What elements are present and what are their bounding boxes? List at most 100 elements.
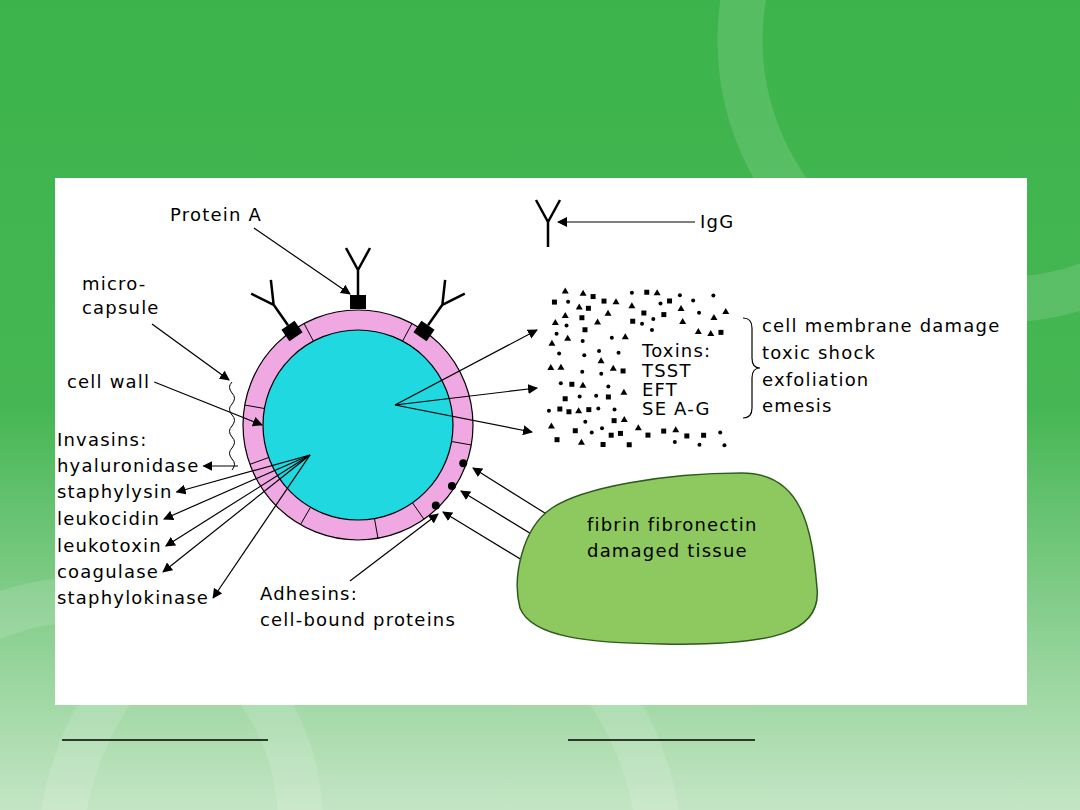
toxin-particle [645, 433, 650, 438]
leader-line [213, 455, 310, 598]
wall-segment [250, 457, 269, 464]
toxin-particle [695, 328, 702, 334]
toxin-particle [672, 426, 679, 432]
toxin-particle [594, 318, 601, 324]
toxin-particle [654, 289, 661, 295]
toxin-particle [583, 420, 587, 424]
protein-a [251, 280, 306, 344]
toxin-particles [547, 288, 729, 448]
cytoplasm [263, 330, 453, 520]
toxin-particle [722, 308, 729, 314]
protein-a-square [281, 321, 302, 342]
toxin-particle [620, 389, 627, 395]
part-label: Adhesins: [260, 584, 358, 604]
toxin-particle [582, 353, 586, 357]
protein-a-igg [251, 248, 465, 344]
toxin-particle [597, 349, 601, 353]
protein-a [410, 280, 465, 344]
toxin-particle [661, 429, 666, 434]
toxin-particle [622, 333, 629, 339]
toxin-particle [598, 357, 605, 363]
toxin-particle [697, 311, 701, 315]
toxin-particle [569, 382, 574, 387]
toxin-particle [575, 407, 582, 413]
wall-segment [301, 507, 311, 524]
leader-line [254, 228, 350, 294]
toxin-particle [678, 305, 685, 311]
blank-underline [568, 739, 755, 741]
toxin-particle [621, 416, 628, 422]
toxin-particle [594, 394, 598, 398]
toxin-particle [707, 330, 714, 336]
part-label: toxic shock [762, 343, 876, 363]
toxin-particle [650, 328, 654, 332]
toxin-arrows [395, 330, 537, 432]
toxin-particle [586, 407, 591, 412]
part-label: leukocidin [57, 509, 160, 529]
toxin-particle [701, 433, 706, 438]
part-label: TSST [640, 361, 694, 381]
toxin-particle [606, 385, 610, 389]
toxin-particle [552, 300, 557, 305]
igg-symbol [346, 248, 370, 295]
toxin-particle [581, 339, 585, 343]
part-label: leukotoxin [57, 536, 162, 556]
wall-segment [245, 405, 265, 408]
toxin-particle [566, 300, 570, 304]
toxin-particle [605, 310, 612, 316]
wall-segment [304, 323, 313, 341]
toxin-particle [630, 291, 634, 295]
toxin-particle [711, 293, 715, 297]
part-label: staphylokinase [57, 588, 209, 608]
toxin-particle [678, 293, 682, 297]
toxin-particle [600, 426, 604, 430]
wall-segment [452, 441, 472, 444]
part-label: Toxins: [640, 341, 713, 361]
toxin-particle [562, 312, 569, 318]
wall-segments [245, 323, 472, 538]
toxin-particle [644, 290, 649, 295]
toxin-particle [566, 409, 571, 414]
toxin-particle [591, 294, 596, 299]
toxin-particle [557, 352, 561, 356]
toxin-particle [628, 302, 635, 308]
part-label: SE A-G [640, 399, 713, 419]
toxin-particle [555, 437, 560, 442]
toxin-particle [547, 364, 554, 370]
toxin-particle [579, 315, 584, 320]
toxin-particle [621, 368, 626, 373]
toxin-particle [548, 422, 555, 428]
toxin-particle [552, 319, 559, 325]
part-label: cell membrane damage [762, 316, 1000, 336]
leader-line [154, 382, 262, 425]
part-label: cell-bound proteins [260, 610, 456, 630]
part-label: micro- capsule [82, 272, 170, 320]
part-label: IgG [700, 212, 734, 232]
toxin-particle [582, 327, 587, 332]
part-label: exfoliation [762, 370, 869, 390]
toxin-particle [610, 365, 617, 371]
toxin-particle [576, 304, 583, 310]
part-label: hyaluronidase [57, 456, 199, 476]
toxin-particle [710, 314, 717, 320]
igg-symbol [251, 280, 298, 332]
part-label: EFT [640, 380, 680, 400]
toxin-particle [557, 364, 564, 370]
diagram-panel [55, 178, 1027, 705]
toxin-particle [559, 381, 563, 385]
tissue-label: fibrin fibronectin damaged tissue [512, 468, 777, 564]
toxin-particle [590, 430, 594, 434]
toxin-particle [580, 290, 587, 296]
igg-symbol [418, 280, 465, 332]
toxin-particle [612, 298, 619, 304]
protein-a-square [413, 321, 434, 342]
toxin-particle [579, 382, 586, 388]
brace [743, 318, 760, 418]
toxin-particle [684, 433, 689, 438]
cell-wall [243, 310, 473, 540]
part-label: Protein A [170, 205, 262, 225]
toxin-particle [612, 418, 617, 423]
toxin-particle [580, 370, 584, 374]
